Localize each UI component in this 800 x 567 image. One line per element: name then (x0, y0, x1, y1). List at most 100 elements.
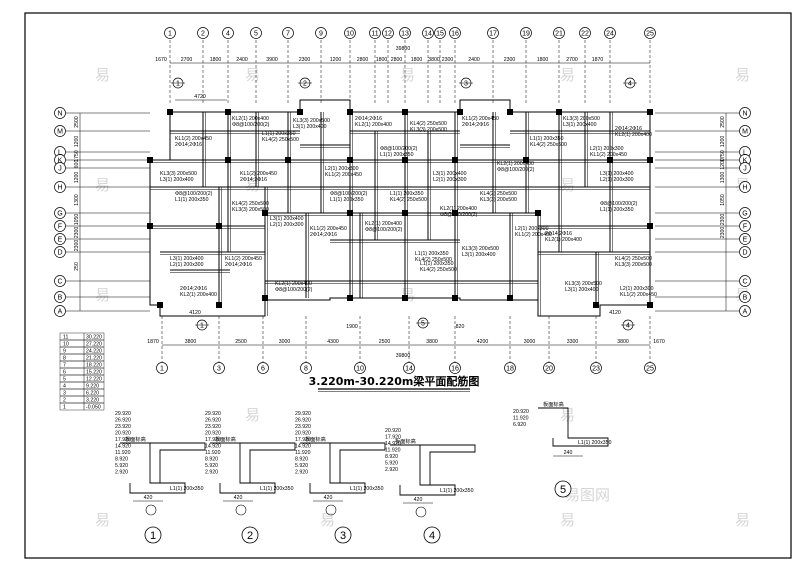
axis-bubble (590, 362, 602, 374)
section-details: 29.92026.92023.92020.92017.92014.92011.9… (115, 400, 612, 544)
axis-label: 10 (346, 31, 354, 38)
axis-bubble (449, 27, 461, 39)
detail-level: 6.920 (513, 422, 526, 428)
beam-tag-rebar: L3(1) 200x400 (563, 122, 597, 128)
section-marker-label: 1 (176, 81, 180, 88)
axis-label: B (58, 295, 63, 302)
section-detail-4: 20.92017.92014.92011.9208.9205.9202.920板… (385, 428, 476, 544)
beam-tag-rebar: KL2(1) 200x400 (355, 122, 392, 128)
axis-dimension: 2800 (357, 57, 369, 63)
axis-dimension: 2300 (74, 227, 80, 239)
beam-tag: KL3(3) 200x500 (293, 118, 330, 124)
beam-tag-rebar: L3(1) 200x400 (160, 177, 194, 183)
detail-number: 2 (247, 530, 253, 542)
detail-number: 4 (429, 530, 435, 542)
detail-level: 8.920 (295, 457, 308, 463)
axis-label: G (742, 211, 747, 218)
beam-tag-rebar: KL1(2) 200x450 (620, 292, 657, 298)
legend-index: 3 (63, 390, 66, 396)
axis-label: 16 (451, 31, 459, 38)
beam-tag: L1(1) 200x350 (420, 261, 454, 267)
axis-dimension: 3800 (185, 339, 197, 345)
axis-bubble (487, 27, 499, 39)
axis-bubble (553, 27, 565, 39)
beam-tag-rebar: KL4(2) 250x500 (420, 267, 457, 273)
beam-tag: KL3(3) 200x500 (563, 116, 600, 122)
axis-bubble (739, 246, 751, 258)
beam-tag: KL4(2) 250x500 (410, 121, 447, 127)
axis-dimension: 3800 (426, 339, 438, 345)
plan-dim-bottom-left: 4120 (189, 310, 201, 316)
right-axis-grid: NMLKJHGFEDCBA250012001750120013001050230… (655, 107, 751, 317)
section-marker-label: 1 (200, 323, 204, 330)
beam-tag: KL1(2) 200x450 (240, 171, 277, 177)
axis-dimension: 3900 (266, 57, 278, 63)
axis-dimension: 1200 (74, 172, 80, 184)
legend-level: 12.220 (86, 376, 102, 382)
axis-label: 6 (261, 366, 265, 373)
legend-index: 5 (63, 376, 66, 382)
detail-level: 8.920 (385, 454, 398, 460)
axis-label: 12 (384, 31, 392, 38)
beam-tag-rebar: L3(1) 200x400 (293, 124, 327, 130)
watermark-glyph: 易 (320, 511, 335, 529)
legend-level: 3.220 (86, 397, 99, 403)
axis-label: 9 (319, 31, 323, 38)
axis-label: 16 (451, 366, 459, 373)
axis-bubble (54, 233, 66, 245)
detail-level: 5.920 (295, 463, 308, 469)
beam-tag: L3(1) 200x400 (433, 171, 467, 177)
beam-tag-rebar: L2(1) 200x300 (600, 177, 634, 183)
column (452, 295, 458, 301)
beam-tag-rebar: KL1(2) 200x450 (515, 232, 552, 238)
beam-tag: KL2(1) 200x400 (232, 116, 269, 122)
detail-slab (420, 444, 476, 485)
detail-note: 板面标高 (215, 435, 236, 443)
axis-label: K (58, 158, 63, 165)
drawing-title: 3.220m-30.220m梁平面配筋图 (309, 374, 480, 388)
axis-dimension: 1750 (720, 150, 726, 162)
legend-level: 24.220 (86, 348, 102, 354)
detail-level: 11.920 (205, 450, 221, 456)
axis-dimension: 1050 (74, 214, 80, 226)
legend-level: -0.050 (86, 404, 101, 410)
axis-label: G (57, 211, 62, 218)
detail-level: 14.920 (295, 444, 311, 450)
detail-level: 5.920 (385, 461, 398, 467)
watermark-logo: 易图网 (565, 486, 610, 504)
detail-level: 8.920 (115, 457, 128, 463)
axis-dimension: 3300 (567, 339, 579, 345)
axis-dimension: 1800 (537, 57, 549, 63)
beam-tag: KL2(1) 200x400 (497, 161, 534, 167)
axis-bubble (213, 362, 225, 374)
legend-index: 9 (63, 348, 66, 354)
axis-bubble (54, 162, 66, 174)
axis-bubble (579, 27, 591, 39)
axis-bubble (520, 27, 532, 39)
detail-dim: 420 (234, 495, 243, 501)
beam-tag-rebar: KL2(1) 200x400 (615, 132, 652, 138)
axis-dimension: 4200 (477, 339, 489, 345)
beam-tag-rebar: Φ8@100/200(2) (365, 227, 403, 233)
axis-dimension: 2400 (468, 57, 480, 63)
detail-level: 17.920 (115, 437, 131, 443)
watermark-glyph: 易 (400, 66, 415, 84)
beam-tag-rebar: KL4(2) 250x500 (530, 142, 567, 148)
detail-dim: 420 (324, 495, 333, 501)
legend-index: 7 (63, 362, 66, 368)
watermark-glyph: 易 (735, 511, 750, 529)
detail-level: 26.920 (115, 418, 131, 424)
beam-tag: KL4(2) 250x500 (480, 191, 517, 197)
legend-level: 30.220 (86, 334, 102, 340)
detail-level: 26.920 (295, 418, 311, 424)
beam-tag: L1(1) 200x350 (262, 131, 296, 137)
beam-tag-rebar: KL4(2) 250x500 (262, 137, 299, 143)
detail-anchor (415, 506, 427, 518)
axis-dimension: 2300 (299, 57, 311, 63)
axis-bubble (54, 220, 66, 232)
watermark-glyph: 易 (560, 66, 575, 84)
detail-number: 3 (340, 530, 346, 542)
detail-number-marker (554, 480, 572, 498)
